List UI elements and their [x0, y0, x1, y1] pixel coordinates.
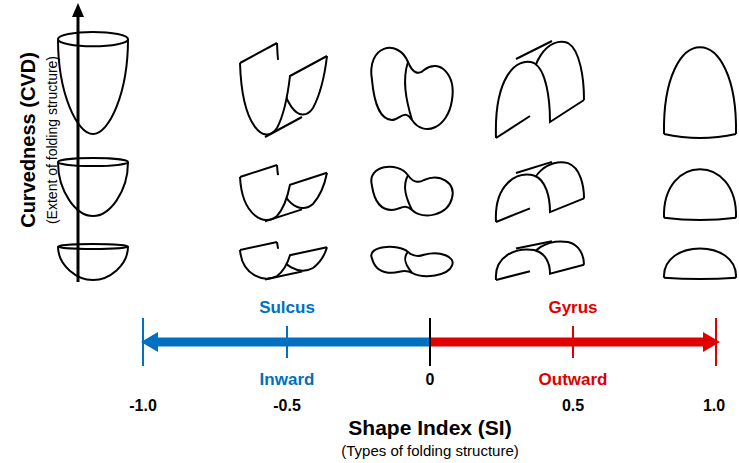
- axis-title: Curvedness (CVD): [17, 52, 39, 228]
- direction-label: Inward: [260, 371, 315, 390]
- tick-value: 0.5: [562, 397, 584, 415]
- tick-value: -1.0: [129, 397, 157, 415]
- region-label: Sulcus: [259, 299, 315, 318]
- axis-subtitle: (Types of folding structure): [341, 443, 519, 460]
- direction-label: Outward: [539, 371, 608, 390]
- tick-value: 0: [426, 371, 435, 389]
- axis-title: Shape Index (SI): [348, 416, 511, 439]
- axis-subtitle: (Extent of folding structure): [45, 56, 60, 224]
- tick-value: 1.0: [703, 397, 725, 415]
- region-label: Gyrus: [548, 299, 597, 318]
- tick-value: -0.5: [273, 397, 301, 415]
